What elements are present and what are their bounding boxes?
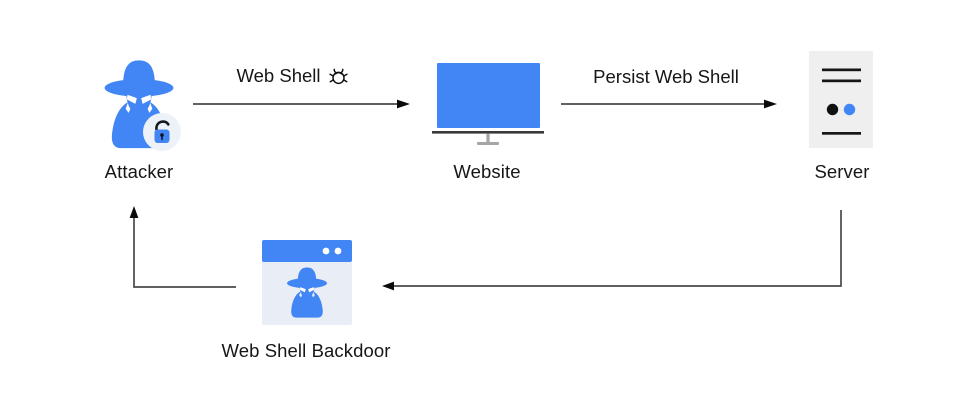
arrow-attacker-to-website [193,99,410,109]
server-label: Server [814,161,870,182]
arrow-website-to-server [561,99,777,109]
attacker-label: Attacker [104,161,174,182]
connector-backdoor-to-attacker [129,206,236,288]
unlocked-padlock-icon [143,113,181,151]
website-label: Website [453,161,521,182]
web-shell-label-text: Web Shell [236,65,321,86]
connector-server-to-backdoor [382,210,842,291]
browser-spy-icon [262,240,352,325]
edge-label-persist-web-shell: Persist Web Shell [593,64,739,90]
backdoor-label: Web Shell Backdoor [221,340,391,361]
bug-icon [329,68,348,85]
persist-web-shell-label-text: Persist Web Shell [593,66,739,87]
edge-label-web-shell: Web Shell [237,63,350,89]
monitor-icon [432,63,544,145]
server-tower-icon [809,51,873,148]
